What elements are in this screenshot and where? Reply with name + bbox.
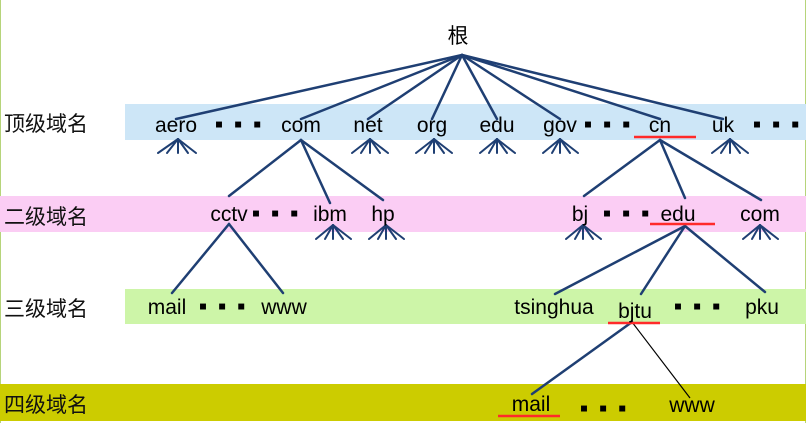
- label-second-level: 二级域名: [4, 205, 88, 229]
- root-node: 根: [447, 24, 469, 48]
- node-www-bjtu: www: [669, 394, 715, 417]
- stub-bj: [565, 224, 602, 240]
- node-bj: bj: [571, 203, 589, 226]
- stub-gov: [542, 138, 579, 154]
- node-edu: edu: [479, 114, 515, 137]
- node-bjtu: bjtu: [618, 300, 652, 323]
- stub-ibm: [315, 224, 352, 240]
- node-uk: uk: [711, 114, 735, 137]
- ellipsis-third-1: ▪ ▪ ▪: [198, 293, 248, 320]
- node-edu-cn: edu: [660, 203, 696, 226]
- node-cctv: cctv: [210, 203, 248, 226]
- ellipsis-top-1: ▪ ▪ ▪: [214, 111, 264, 138]
- ellipsis-top-2: ▪ ▪ ▪: [583, 111, 633, 138]
- ellipsis-second-1: ▪ ▪ ▪: [251, 200, 301, 227]
- node-pku: pku: [745, 296, 779, 319]
- stub-com-cn: [742, 224, 779, 240]
- stub-hp: [368, 224, 405, 240]
- stub-uk: [711, 138, 749, 154]
- node-ibm: ibm: [313, 203, 347, 226]
- ellipsis-second-2: ▪ ▪ ▪: [602, 200, 652, 227]
- ellipsis-fourth: ▪ ▪ ▪: [579, 395, 629, 422]
- node-org: org: [416, 114, 448, 137]
- node-net: net: [353, 114, 383, 137]
- ellipsis-top-3: ▪ ▪ ▪: [752, 111, 802, 138]
- stub-aero: [157, 138, 197, 154]
- node-tsinghua: tsinghua: [514, 296, 594, 319]
- band-third-level: [125, 289, 806, 324]
- node-www-cctv: www: [261, 296, 307, 319]
- stub-net: [351, 138, 389, 154]
- node-mail-cctv: mail: [147, 296, 187, 319]
- band-second-level: [0, 196, 806, 232]
- stub-edu: [479, 138, 516, 154]
- stub-org: [415, 138, 453, 154]
- label-fourth-level: 四级域名: [4, 393, 88, 417]
- node-gov: gov: [543, 114, 577, 137]
- node-aero: aero: [154, 114, 198, 137]
- label-top-level: 顶级域名: [4, 112, 88, 136]
- node-hp: hp: [371, 203, 395, 226]
- node-com: com: [281, 114, 321, 137]
- band-top-level: [125, 104, 806, 140]
- node-cn: cn: [648, 114, 672, 137]
- label-third-level: 三级域名: [4, 297, 88, 321]
- ellipsis-third-2: ▪ ▪ ▪: [673, 293, 723, 320]
- node-mail-bjtu: mail: [511, 393, 551, 416]
- band-fourth-level: [0, 384, 806, 421]
- node-com-cn: com: [740, 203, 780, 226]
